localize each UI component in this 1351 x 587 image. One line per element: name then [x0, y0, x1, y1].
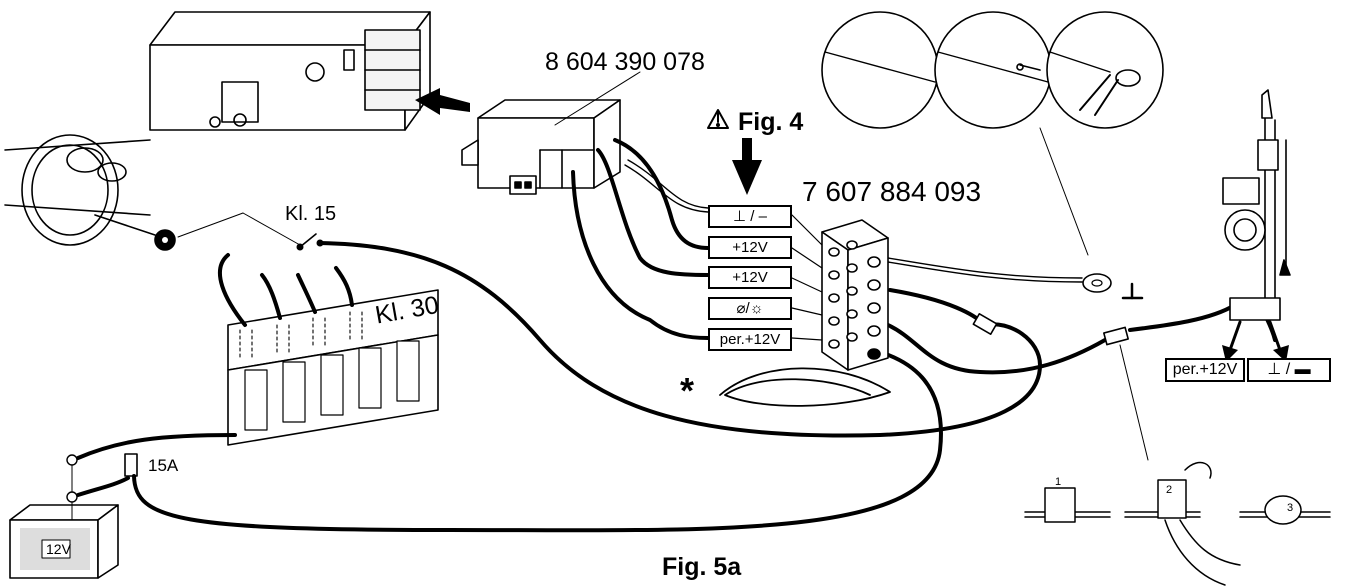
battery-voltage-label: 12V: [46, 541, 71, 557]
terminal-light-label: ⌀/☼: [708, 297, 792, 320]
ring-terminal: [1082, 273, 1112, 293]
crimp-step-3: 3: [1287, 502, 1294, 514]
crimp-steps: [1024, 461, 1331, 586]
terminal-per12-label: per.+12V: [708, 328, 792, 351]
crimp-step-2: 2: [1166, 484, 1173, 496]
fig4-reference: Fig. 4: [738, 108, 804, 136]
fuse-wires: [217, 253, 354, 327]
power-antenna: [1222, 89, 1291, 321]
ground-wire: [624, 159, 1083, 283]
antenna-per12-label: per.+12V: [1165, 358, 1245, 382]
fig4-arrow: [732, 160, 762, 195]
fuse-rating-label: 15A: [148, 456, 179, 475]
kl15-label: Kl. 15: [285, 203, 337, 225]
radio-unit: [149, 11, 431, 131]
terminal-plus12-label: +12V: [708, 236, 792, 259]
crimp-step-1: 1: [1055, 476, 1062, 488]
detail-circles: [821, 11, 1164, 129]
antenna-ground-label: ⊥ / ▬: [1247, 358, 1331, 382]
terminal-block-part-number: 7 607 884 093: [802, 176, 982, 207]
terminal-ground-label: ⊥ / –: [708, 205, 792, 228]
asterisk-note: *: [680, 370, 695, 411]
control-unit: [461, 99, 621, 195]
connector-b: [1103, 326, 1129, 346]
inline-fuse: [124, 453, 138, 477]
battery: [9, 504, 119, 579]
terminal-block: [821, 219, 889, 371]
terminal-key12-label: +12V: [708, 266, 792, 289]
connector-a: [972, 313, 998, 335]
coiled-wire: [719, 367, 891, 407]
steering-wheel: [4, 134, 176, 251]
insert-arrow: [415, 88, 470, 115]
main-wires: [76, 138, 1277, 533]
figure-caption: Fig. 5a: [662, 553, 742, 581]
fuse-box: [227, 289, 439, 446]
control-unit-part-number: 8 604 390 078: [545, 48, 705, 76]
